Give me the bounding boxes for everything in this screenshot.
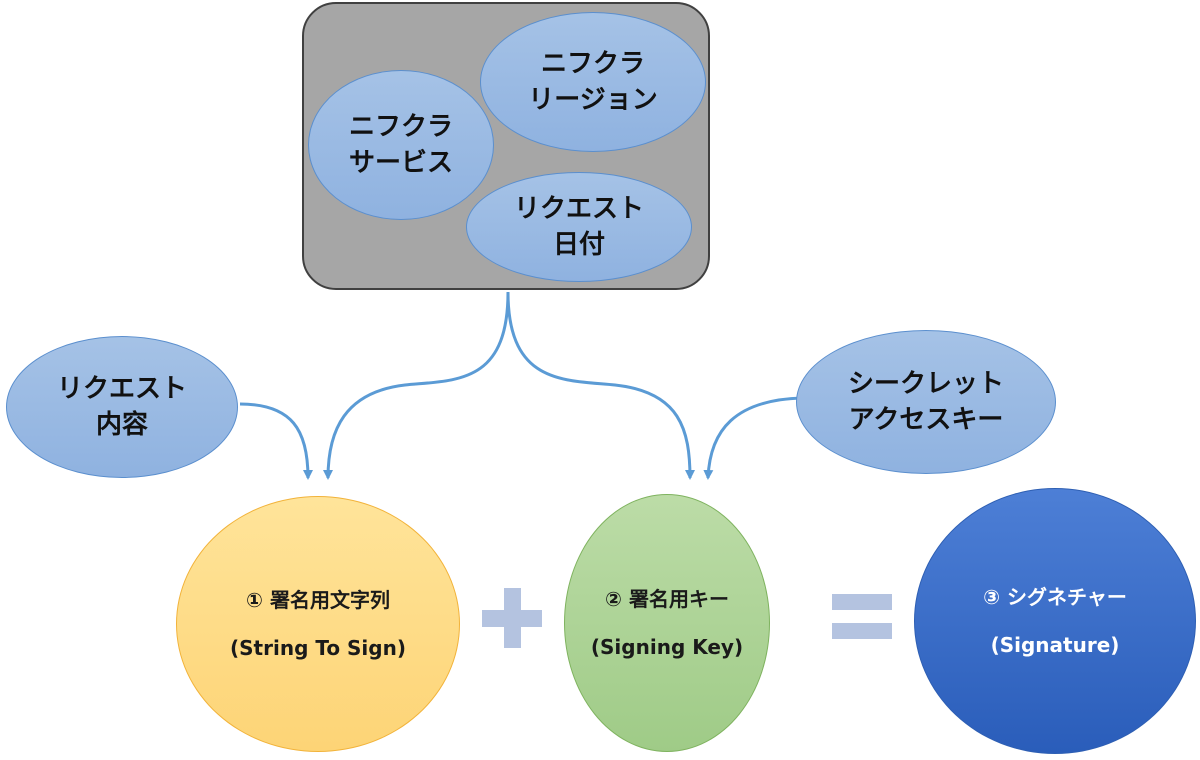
signature-subtitle: (Signature) [990, 633, 1120, 657]
date-line2: 日付 [552, 230, 605, 260]
plus-operator [482, 588, 542, 648]
request-content-line1: リクエスト [56, 374, 187, 404]
arrow-container-to-signing-key [506, 291, 695, 480]
region-line2: リージョン [528, 85, 658, 115]
secret-access-key-ellipse: シークレット アクセスキー [796, 330, 1056, 474]
string-to-sign-circle: ① 署名用文字列 (String To Sign) [176, 496, 460, 752]
signing-key-subtitle: (Signing Key) [590, 635, 744, 659]
date-line1: リクエスト [513, 194, 644, 224]
service-line1: ニフクラ [348, 112, 453, 142]
equals-operator [832, 594, 892, 640]
request-content-line2: 内容 [95, 410, 148, 440]
signature-title: ③ シグネチャー [983, 585, 1127, 609]
nifcloud-service-ellipse: ニフクラ サービス [308, 70, 494, 220]
equals-top-bar [832, 594, 892, 610]
signature-circle: ③ シグネチャー (Signature) [914, 488, 1196, 754]
arrow-request-content-to-string-to-sign [239, 402, 313, 480]
arrow-secret-key-to-signing-key [703, 396, 803, 480]
signing-key-circle: ② 署名用キー (Signing Key) [564, 494, 770, 752]
plus-vertical-bar [504, 588, 521, 648]
service-line2: サービス [348, 148, 453, 178]
secret-key-line1: シークレット [847, 369, 1004, 399]
secret-key-line2: アクセスキー [848, 405, 1004, 435]
string-to-sign-subtitle: (String To Sign) [230, 636, 406, 660]
signing-key-title: ② 署名用キー [605, 587, 729, 611]
nifcloud-region-ellipse: ニフクラ リージョン [480, 12, 706, 152]
region-line1: ニフクラ [540, 49, 645, 79]
string-to-sign-title: ① 署名用文字列 [246, 588, 390, 612]
request-content-ellipse: リクエスト 内容 [6, 336, 238, 478]
request-date-ellipse: リクエスト 日付 [466, 172, 692, 282]
arrow-container-to-string-to-sign [323, 291, 510, 480]
equals-bottom-bar [832, 623, 892, 639]
